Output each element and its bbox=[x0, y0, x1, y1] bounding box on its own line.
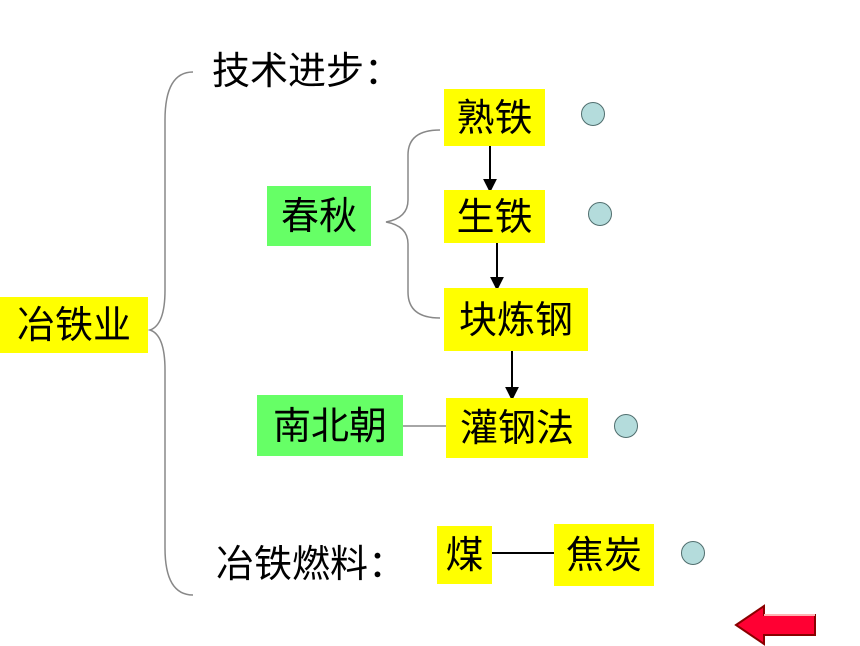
tech-progress-heading: 技术进步： bbox=[212, 49, 403, 93]
tech-step-bloomery-steel: 块炼钢 bbox=[444, 288, 588, 351]
fuel-coal: 煤 bbox=[437, 526, 492, 584]
back-arrow-icon[interactable] bbox=[734, 604, 818, 646]
spring-autumn-brace bbox=[385, 129, 441, 319]
circle-marker-icon[interactable] bbox=[588, 202, 612, 226]
fuel-coke: 焦炭 bbox=[554, 524, 654, 586]
root-brace bbox=[147, 71, 194, 596]
root-node: 冶铁业 bbox=[0, 297, 148, 353]
tech-step-wrought-iron: 熟铁 bbox=[444, 89, 545, 146]
period-spring-autumn: 春秋 bbox=[267, 186, 371, 246]
period-southern-northern: 南北朝 bbox=[257, 395, 403, 456]
fuel-heading: 冶铁燃料： bbox=[216, 542, 407, 586]
tech-step-pig-iron: 生铁 bbox=[444, 190, 545, 243]
circle-marker-icon[interactable] bbox=[581, 102, 605, 126]
circle-marker-icon[interactable] bbox=[681, 541, 705, 565]
circle-marker-icon[interactable] bbox=[614, 414, 638, 438]
tech-step-cofusion-steel: 灌钢法 bbox=[446, 398, 588, 458]
